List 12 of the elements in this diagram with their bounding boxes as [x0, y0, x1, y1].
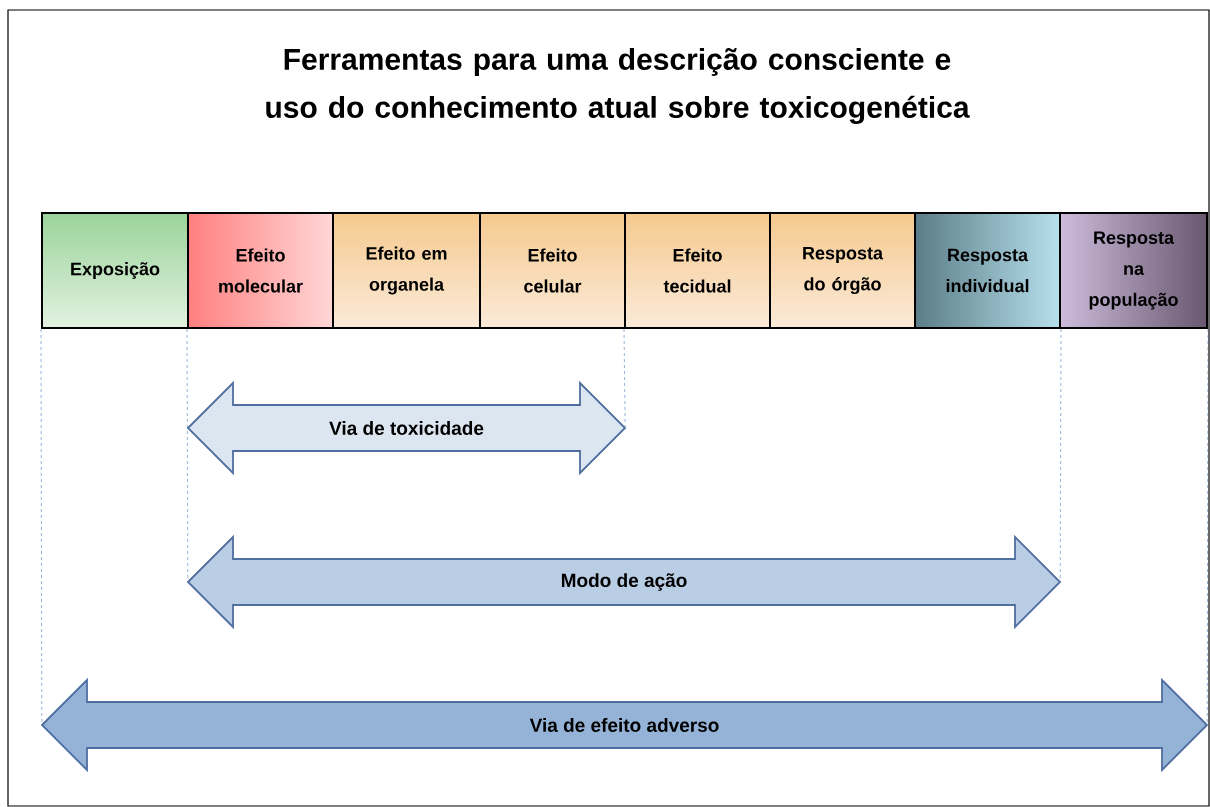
stage-box: Efeito tecidual — [624, 212, 771, 329]
extension-line — [1059, 328, 1062, 583]
stage-box: Resposta na população — [1059, 212, 1208, 329]
extension-line — [623, 328, 626, 429]
title: Ferramentas para uma descrição consciente e uso do conhecimento atual sobre toxicogenética — [266, 47, 970, 125]
stage-box: Resposta do órgão — [769, 212, 916, 329]
stage-box: Resposta individual — [914, 212, 1061, 329]
stage-box: Efeito celular — [479, 212, 626, 329]
stage-box: Exposição — [41, 212, 189, 329]
stage-box: Efeito em organela — [332, 212, 481, 329]
stage-box: Efeito molecular — [187, 212, 334, 329]
extension-line — [186, 328, 189, 583]
